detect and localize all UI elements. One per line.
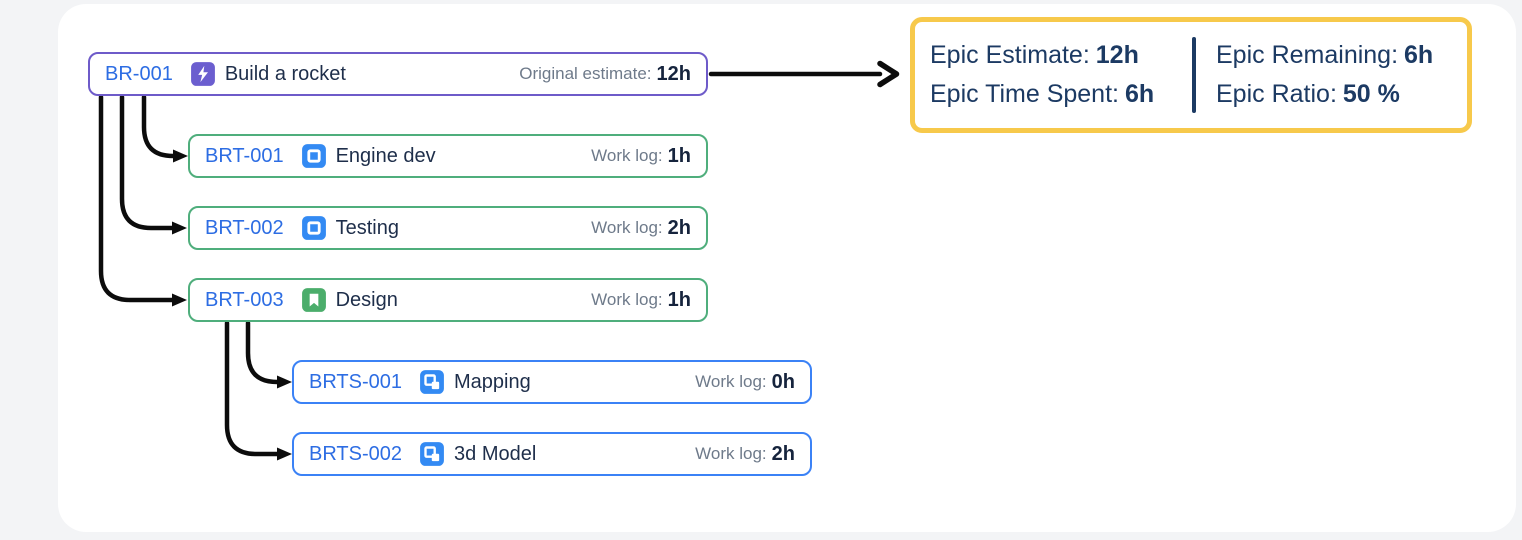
meta-value: 1h <box>667 144 691 167</box>
meta-value: 2h <box>771 442 795 465</box>
issue-key-link[interactable]: BRTS-002 <box>309 442 403 465</box>
stat-value: 12h <box>1095 41 1139 69</box>
issue-row-subtask-2: BRTS-002 3d Model Work log: 2h <box>292 432 812 476</box>
stats-divider <box>1192 37 1196 113</box>
epic-stats-left-column: Epic Estimate:12h Epic Time Spent:6h <box>930 36 1192 114</box>
issue-key-link[interactable]: BRTS-001 <box>309 370 403 393</box>
meta-label: Work log: <box>591 290 663 309</box>
meta-value: 0h <box>771 370 795 393</box>
epic-ratio-stat: Epic Ratio:50 % <box>1216 75 1433 114</box>
epic-time-spent-stat: Epic Time Spent:6h <box>930 75 1192 114</box>
stat-label: Epic Estimate: <box>930 41 1090 69</box>
issue-key-link[interactable]: BRT-001 <box>205 144 284 167</box>
epic-remaining-stat: Epic Remaining:6h <box>1216 36 1433 75</box>
epic-icon <box>190 62 215 86</box>
issue-summary: 3d Model <box>454 442 537 465</box>
meta-label: Work log: <box>695 444 767 463</box>
subtask-icon <box>420 442 444 466</box>
epic-stats-right-column: Epic Remaining:6h Epic Ratio:50 % <box>1216 36 1433 114</box>
stat-label: Epic Ratio: <box>1216 80 1337 108</box>
meta-value: 1h <box>667 288 691 311</box>
stat-value: 6h <box>1404 41 1434 69</box>
stat-value: 6h <box>1124 80 1155 108</box>
task-icon <box>301 216 326 240</box>
issue-key-link[interactable]: BRT-002 <box>205 216 284 239</box>
issue-summary: Design <box>335 288 398 311</box>
issue-summary: Engine dev <box>335 144 436 167</box>
epic-estimate-stat: Epic Estimate:12h <box>930 36 1192 75</box>
issue-key-link[interactable]: BR-001 <box>105 62 173 85</box>
meta-label: Work log: <box>591 146 663 165</box>
subtask-icon <box>420 370 444 394</box>
stat-value: 50 % <box>1342 80 1400 108</box>
epic-stats-box: Epic Estimate:12h Epic Time Spent:6h Epi… <box>910 17 1472 133</box>
issue-summary: Build a rocket <box>224 62 346 85</box>
meta-label: Work log: <box>695 372 767 391</box>
issue-row-subtask-1: BRTS-001 Mapping Work log: 0h <box>292 360 812 404</box>
issue-row-task-1: BRT-001 Engine dev Work log: 1h <box>188 134 708 178</box>
issue-row-task-2: BRT-002 Testing Work log: 2h <box>188 206 708 250</box>
story-icon <box>301 288 326 312</box>
stat-label: Epic Time Spent: <box>930 80 1119 108</box>
issue-row-epic: BR-001 Build a rocket Original estimate:… <box>88 52 708 96</box>
meta-label: Original estimate: <box>519 64 652 83</box>
issue-key-link[interactable]: BRT-003 <box>205 288 284 311</box>
meta-label: Work log: <box>591 218 663 237</box>
issue-summary: Testing <box>335 216 399 239</box>
meta-value: 2h <box>667 216 691 239</box>
issue-row-story: BRT-003 Design Work log: 1h <box>188 278 708 322</box>
stat-label: Epic Remaining: <box>1216 41 1399 69</box>
issue-summary: Mapping <box>454 370 531 393</box>
meta-value: 12h <box>656 62 691 85</box>
task-icon <box>301 144 326 168</box>
